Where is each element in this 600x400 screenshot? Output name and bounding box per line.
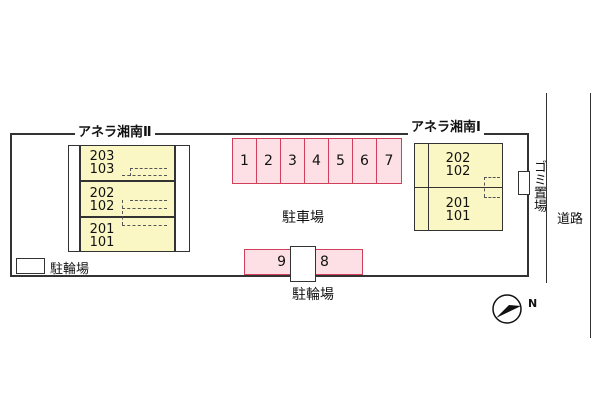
- parking-space-9: 9: [244, 249, 292, 275]
- partition-line: [484, 197, 500, 198]
- building-2-name: アネラ湘南Ⅱ: [75, 126, 155, 140]
- partition-line: [122, 225, 167, 226]
- partition-line: [122, 208, 167, 209]
- parking-row: 1 2 3 4 5 6 7: [232, 138, 402, 184]
- unit-number: 103: [89, 162, 115, 177]
- parking-space-8: 8: [315, 249, 363, 275]
- parking-label: 駐車場: [282, 210, 324, 226]
- unit-number: 201: [89, 222, 115, 237]
- parking-space-5: 5: [329, 138, 353, 184]
- road-line-right: [590, 93, 591, 338]
- road-label: 道路: [557, 212, 584, 227]
- unit-number: 202: [445, 151, 471, 166]
- parking-space-1: 1: [232, 138, 257, 184]
- building-2-balcony: [68, 145, 80, 252]
- parking-space-7: 7: [377, 138, 402, 184]
- partition-line: [122, 175, 167, 176]
- partition-line: [130, 200, 167, 201]
- bike-parking-label-bottom: 駐輪場: [292, 287, 334, 303]
- bike-parking-label-left: 駐輪場: [50, 262, 90, 277]
- partition-line: [122, 200, 123, 225]
- compass-north: N: [528, 297, 538, 310]
- partition-line: [484, 177, 485, 197]
- garbage-label: ゴミ置場: [531, 160, 546, 212]
- partition-line: [484, 177, 500, 178]
- unit-number: 102: [89, 199, 115, 214]
- unit-block-202-102: [80, 181, 175, 217]
- unit-block-201-101: [80, 217, 175, 252]
- bike-parking-box: [16, 258, 45, 274]
- unit-number: 201: [445, 196, 471, 211]
- unit-number: 203: [89, 149, 115, 164]
- building-1-balcony: [414, 143, 429, 231]
- garbage-box: [518, 171, 530, 195]
- unit-number: 202: [89, 186, 115, 201]
- bike-shelter: [290, 246, 316, 282]
- compass-icon: [490, 292, 530, 326]
- parking-space-2: 2: [257, 138, 281, 184]
- unit-number: 101: [445, 209, 471, 224]
- road-line-left: [546, 93, 547, 283]
- parking-space-6: 6: [353, 138, 377, 184]
- parking-space-3: 3: [281, 138, 305, 184]
- partition-line: [130, 168, 131, 176]
- building-1-name: アネラ湘南Ⅰ: [408, 121, 484, 135]
- unit-number: 101: [89, 235, 115, 250]
- partition-line: [130, 168, 167, 169]
- unit-number: 102: [445, 164, 471, 179]
- parking-space-4: 4: [305, 138, 329, 184]
- building-2-balcony: [175, 145, 190, 252]
